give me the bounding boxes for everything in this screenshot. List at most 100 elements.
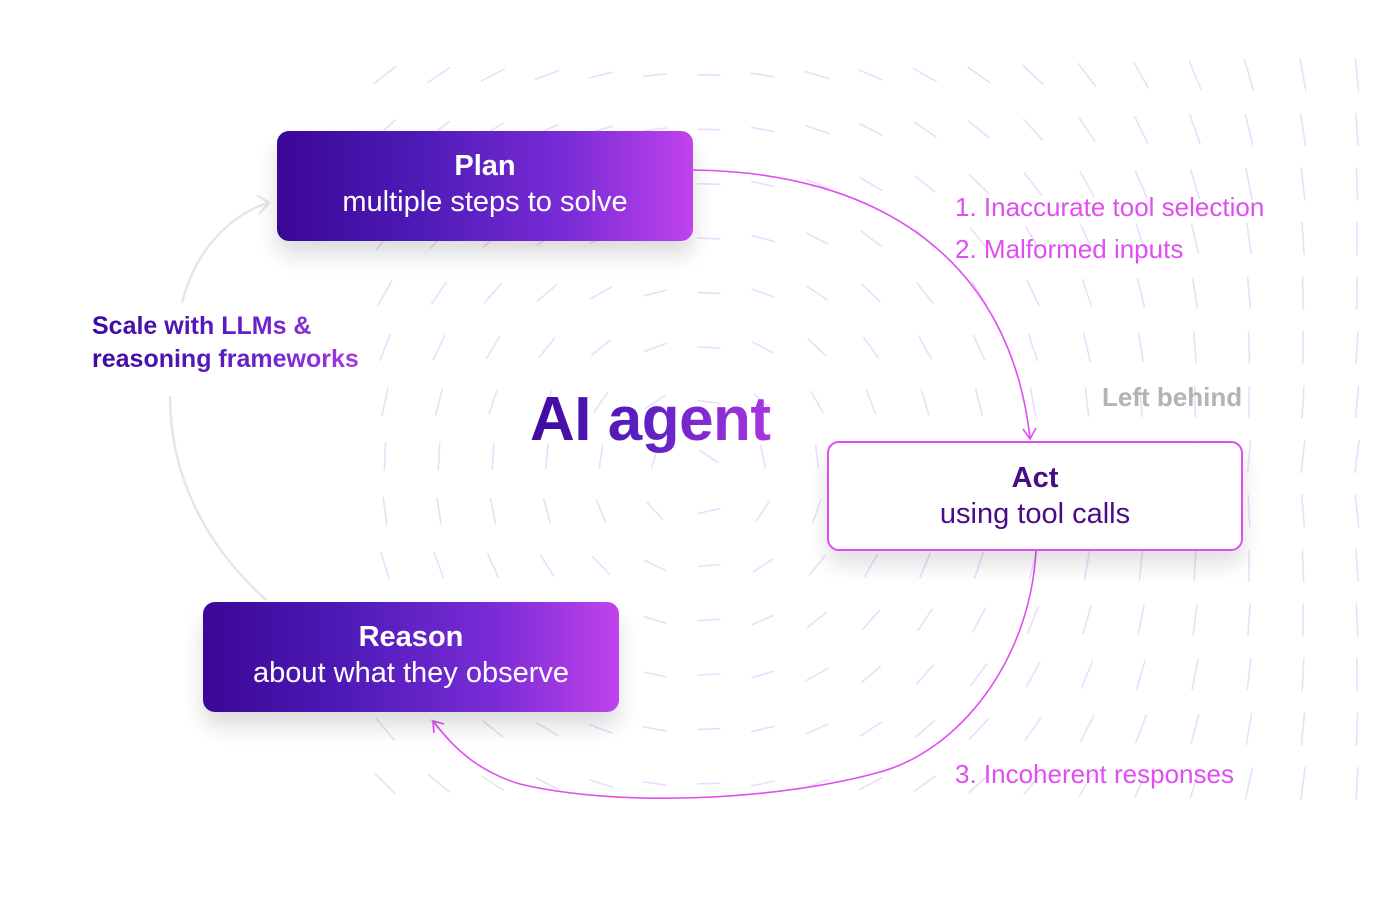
- field-dash: [759, 444, 767, 469]
- field-dash: [914, 719, 936, 739]
- field-dash: [480, 68, 506, 82]
- field-dash: [1188, 60, 1202, 90]
- field-dash: [1245, 712, 1253, 746]
- field-dash: [750, 725, 776, 733]
- field-dash: [859, 721, 883, 737]
- field-dash: [972, 334, 986, 361]
- field-dash: [968, 773, 990, 794]
- act-node: Act using tool calls: [827, 441, 1243, 551]
- field-dash: [1354, 385, 1360, 419]
- field-dash: [1138, 550, 1144, 581]
- field-dash: [1083, 550, 1091, 581]
- field-dash: [534, 69, 560, 81]
- field-dash: [1191, 658, 1199, 691]
- field-dash: [697, 782, 721, 785]
- field-dash: [642, 781, 668, 786]
- field-dash: [1301, 657, 1305, 692]
- field-dash: [969, 718, 989, 740]
- reason-node: Reason about what they observe: [203, 602, 619, 712]
- reason-subtitle: about what they observe: [253, 657, 569, 689]
- field-dash: [865, 389, 877, 415]
- field-dash: [973, 552, 985, 579]
- field-dash: [970, 662, 988, 687]
- field-dash: [1023, 772, 1043, 795]
- field-dash: [1139, 386, 1143, 418]
- field-dash: [382, 496, 388, 526]
- field-dash: [1022, 64, 1044, 86]
- field-dash: [864, 553, 878, 578]
- scale-note-line: Scale with LLMs &: [92, 312, 312, 340]
- field-dash: [917, 608, 933, 632]
- field-dash: [590, 339, 612, 356]
- field-dash: [804, 70, 830, 80]
- field-dash: [1078, 116, 1096, 143]
- field-dash: [535, 777, 559, 790]
- field-dash: [542, 498, 552, 524]
- field-dash: [751, 234, 775, 243]
- field-dash: [1354, 439, 1360, 474]
- field-dash: [428, 774, 450, 793]
- field-dash: [1192, 604, 1198, 636]
- field-dash: [1029, 387, 1037, 417]
- field-dash: [861, 609, 881, 631]
- field-dash: [697, 73, 721, 77]
- field-dash: [697, 291, 721, 295]
- field-dash: [1190, 713, 1200, 745]
- field-dash: [974, 388, 984, 416]
- field-dash: [643, 342, 667, 353]
- field-dash: [1189, 768, 1201, 799]
- field-dash: [1137, 332, 1145, 363]
- field-dash: [805, 723, 829, 735]
- field-dash: [1135, 223, 1147, 254]
- field-dash: [805, 232, 829, 245]
- field-dash: [1136, 659, 1146, 690]
- field-dash: [589, 723, 613, 735]
- field-dash: [1247, 494, 1251, 528]
- field-dash: [375, 717, 395, 741]
- field-dash: [1247, 331, 1251, 364]
- field-dash: [1355, 548, 1359, 583]
- field-dash: [1080, 224, 1094, 253]
- field-dash: [697, 128, 721, 131]
- field-dash: [1354, 58, 1360, 92]
- field-dash: [642, 72, 668, 78]
- field-dash: [383, 442, 387, 471]
- field-dash: [1300, 494, 1306, 528]
- field-dash: [1246, 440, 1252, 473]
- field-dash: [812, 498, 822, 524]
- field-dash: [381, 387, 389, 417]
- field-dash: [750, 780, 776, 787]
- field-dash: [1246, 658, 1252, 691]
- failure-mode-item: 2. Malformed inputs: [955, 234, 1184, 264]
- field-dash: [751, 288, 775, 298]
- field-dash: [971, 607, 987, 633]
- field-dash: [536, 284, 558, 302]
- field-dash: [437, 442, 441, 471]
- field-dash: [588, 71, 614, 79]
- arrowhead-act-icon: [1022, 427, 1037, 441]
- field-dash: [538, 337, 556, 358]
- scale-note-line: reasoning frameworks: [92, 345, 359, 373]
- field-dash: [698, 449, 720, 464]
- field-dash: [588, 779, 614, 788]
- field-dash: [697, 618, 721, 622]
- field-dash: [912, 67, 938, 83]
- field-dash: [1137, 604, 1145, 636]
- field-dash: [805, 667, 829, 682]
- field-dash: [1083, 332, 1091, 363]
- field-dash: [380, 551, 390, 580]
- field-dash: [1247, 385, 1251, 419]
- failure-mode-item: 1. Inaccurate tool selection: [955, 192, 1265, 222]
- field-dash: [1027, 606, 1039, 634]
- field-dash: [539, 554, 555, 577]
- act-title: Act: [1011, 462, 1059, 494]
- field-dash: [1299, 58, 1307, 92]
- field-dash: [1301, 385, 1305, 419]
- field-dash: [589, 286, 613, 300]
- field-dash: [805, 178, 829, 190]
- failure-mode-item: 3. Incoherent responses: [955, 759, 1234, 789]
- field-dash: [489, 497, 497, 525]
- field-dash: [1355, 167, 1359, 201]
- field-dash: [1135, 714, 1147, 744]
- arrow-act-to-reason: [433, 550, 1037, 800]
